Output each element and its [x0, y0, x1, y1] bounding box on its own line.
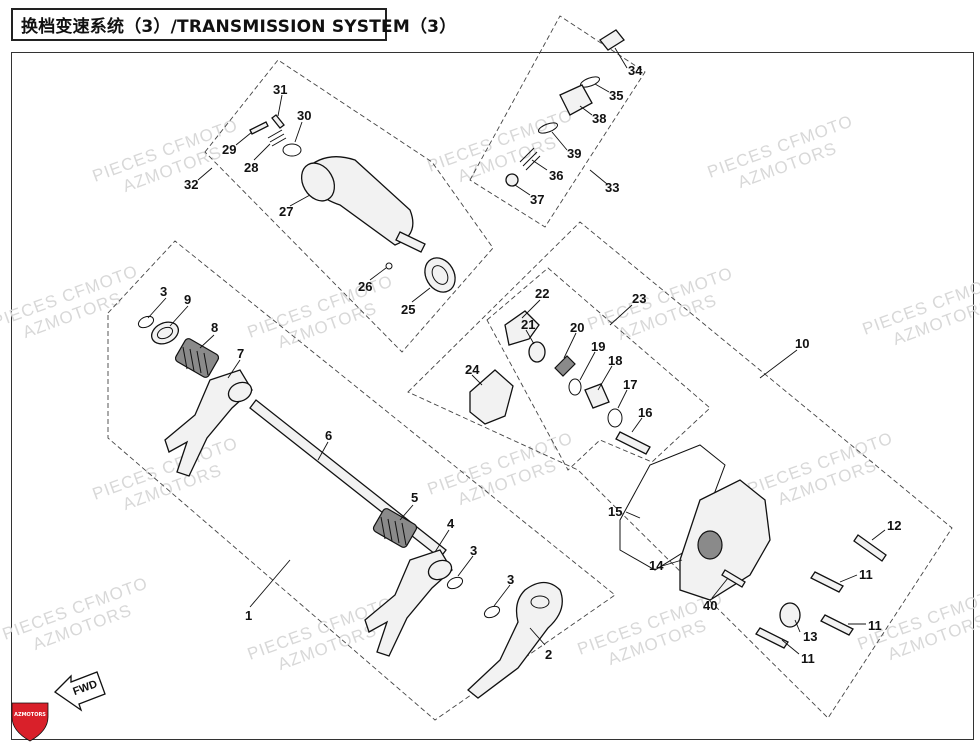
logo-text: AZMOTORS: [14, 712, 46, 718]
callout-7: 7: [237, 346, 244, 361]
group-outline-32: [204, 59, 494, 353]
callout-1: 1: [245, 608, 252, 623]
callout-18: 18: [608, 353, 622, 368]
callout-38: 38: [592, 111, 606, 126]
group-outline-33: [469, 15, 646, 228]
callouts: 1 2 3 3 3 4 5 6 7 8 9 10 11 11 11 12 13 …: [160, 63, 901, 666]
part-17-collar: [607, 408, 623, 428]
part-22-plate: [504, 310, 540, 346]
callout-36: 36: [549, 168, 563, 183]
callout-16: 16: [638, 405, 652, 420]
part-5-spring: [372, 508, 418, 548]
part-7-shift-fork: [164, 369, 253, 477]
callout-24: 24: [465, 362, 480, 377]
callout-34: 34: [628, 63, 643, 78]
callout-11: 11: [868, 618, 882, 633]
group-outline-23: [486, 267, 711, 471]
part-8-spring: [174, 338, 220, 378]
part-11-bolt-a: [810, 571, 844, 593]
part-2-shift-arm: [467, 581, 563, 699]
callout-11: 11: [801, 651, 815, 666]
callout-39: 39: [567, 146, 581, 161]
callout-17: 17: [623, 377, 637, 392]
part-36-spring: [519, 147, 541, 171]
part-27-shift-drum: [300, 156, 426, 253]
callout-27: 27: [279, 204, 293, 219]
part-13-washer: [779, 602, 801, 628]
callout-33: 33: [605, 180, 619, 195]
diagram-frame: [11, 52, 974, 740]
callout-22: 22: [535, 286, 549, 301]
part-3-circlip-top: [137, 315, 155, 329]
callout-10: 10: [795, 336, 809, 351]
part-18-stopper: [584, 383, 610, 409]
callout-6: 6: [325, 428, 332, 443]
callout-35: 35: [609, 88, 623, 103]
diagram-title: 换档变速系统（3）/TRANSMISSION SYSTEM（3）: [21, 17, 457, 37]
forward-direction-arrow: FWD: [53, 671, 106, 712]
part-25-bearing: [424, 257, 456, 293]
diagram-title-box: 换档变速系统（3）/TRANSMISSION SYSTEM（3）: [11, 8, 456, 41]
callout-20: 20: [570, 320, 584, 335]
part-3-circlip-low: [483, 605, 501, 619]
part-38-detent-body: [559, 84, 593, 116]
callout-21: 21: [521, 317, 535, 332]
part-34-plug: [599, 29, 625, 51]
part-16-bolt: [615, 431, 651, 455]
group-outline-10: [407, 221, 953, 719]
callout-8: 8: [211, 320, 218, 335]
part-24-shift-shaft-assy: [469, 369, 514, 425]
part-12-bolt: [853, 534, 887, 562]
callout-13: 13: [803, 629, 817, 644]
part-4-shift-fork: [364, 549, 453, 657]
part-11-bolt-c: [755, 627, 789, 649]
callout-2: 2: [545, 647, 552, 662]
part-6-shift-shaft: [249, 399, 447, 559]
part-21-bushing: [528, 341, 546, 363]
callout-23: 23: [632, 291, 646, 306]
part-30-washer: [282, 143, 302, 157]
part-14-cover: [679, 479, 771, 601]
azmotors-logo: AZMOTORS: [11, 702, 49, 742]
callout-4: 4: [447, 516, 455, 531]
callout-5: 5: [411, 490, 418, 505]
callout-37: 37: [530, 192, 544, 207]
part-9-collar: [150, 321, 180, 345]
callout-30: 30: [297, 108, 311, 123]
leader-lines: [147, 47, 886, 655]
part-3-circlip-mid: [446, 576, 464, 590]
callout-3: 3: [470, 543, 477, 558]
callout-12: 12: [887, 518, 901, 533]
callout-32: 32: [184, 177, 198, 192]
callout-3: 3: [507, 572, 514, 587]
part-40-pin: [721, 569, 746, 588]
part-26-dowel: [385, 262, 393, 270]
callout-40: 40: [703, 598, 717, 613]
callout-29: 29: [222, 142, 236, 157]
part-28-spring: [267, 129, 287, 147]
part-37-ball: [505, 173, 519, 187]
callout-3: 3: [160, 284, 167, 299]
callout-26: 26: [358, 279, 372, 294]
part-11-bolt-b: [820, 614, 854, 636]
callout-19: 19: [591, 339, 605, 354]
part-39-washer: [538, 122, 558, 134]
callout-31: 31: [273, 82, 287, 97]
part-29-pin: [249, 121, 269, 135]
part-20-star: [554, 355, 576, 377]
part-19-washer: [568, 378, 582, 396]
callout-15: 15: [608, 504, 622, 519]
callout-14: 14: [649, 558, 664, 573]
part-31-screw: [271, 114, 285, 129]
callout-9: 9: [184, 292, 191, 307]
callout-11: 11: [859, 567, 873, 582]
callout-28: 28: [244, 160, 258, 175]
callout-25: 25: [401, 302, 415, 317]
